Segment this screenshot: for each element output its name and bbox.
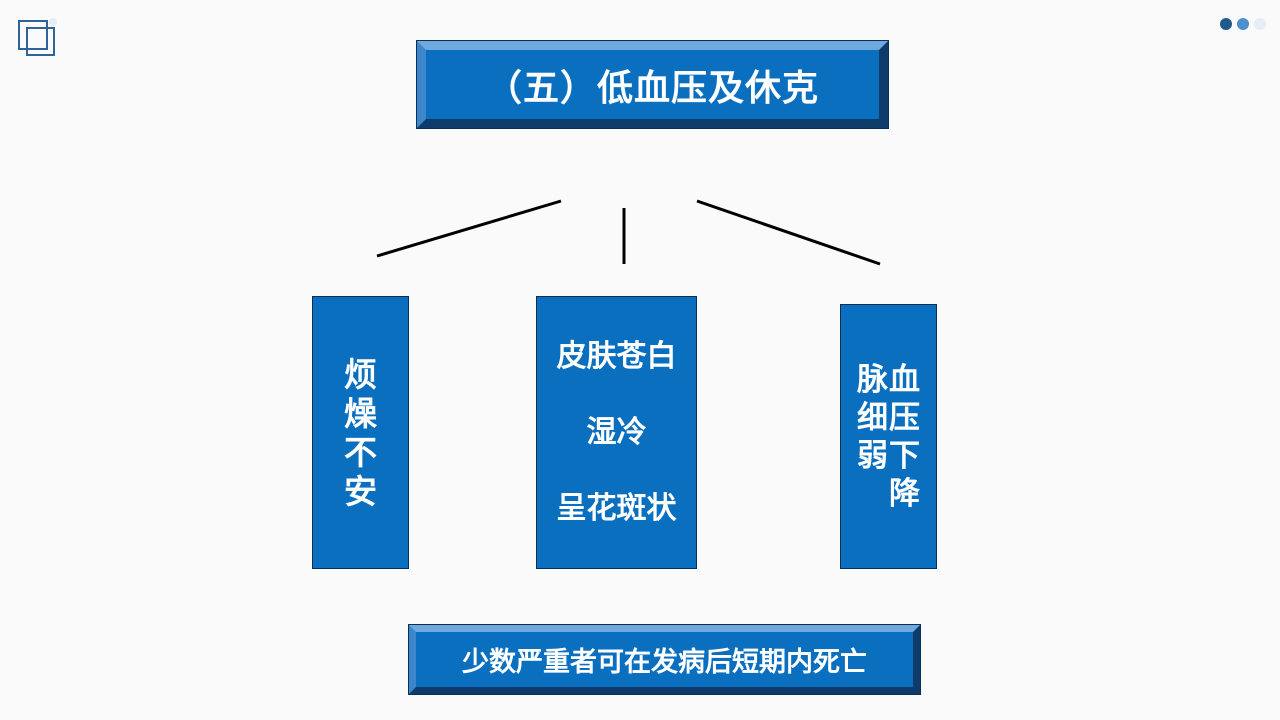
dot-2 xyxy=(1237,18,1249,30)
box-char: 下 xyxy=(889,437,920,474)
box-char: 烦 xyxy=(344,354,377,394)
footer-banner: 少数严重者可在发病后短期内死亡 xyxy=(408,624,921,695)
symptom-box-pulse: 脉 血 细 压 弱 下 降 xyxy=(840,304,937,569)
symptom-box-skin: 皮肤苍白 湿冷 呈花斑状 xyxy=(536,296,697,569)
box-char: 降 xyxy=(889,475,920,512)
box-char: 燥 xyxy=(344,393,377,433)
dot-1 xyxy=(1220,18,1232,30)
page-title: （五）低血压及休克 xyxy=(485,67,819,109)
box-char: 弱 xyxy=(857,437,888,474)
box-char: 血 xyxy=(889,361,920,398)
box-char: 不 xyxy=(344,432,377,472)
dot-3 xyxy=(1254,18,1266,30)
overlapping-squares-logo-icon xyxy=(18,18,58,58)
pagination-dots-icon xyxy=(1220,18,1266,30)
box-char xyxy=(857,475,889,513)
pulse-text-grid: 脉 血 细 压 弱 下 降 xyxy=(857,361,921,513)
box-char: 安 xyxy=(344,471,377,511)
box-char: 压 xyxy=(889,399,920,436)
box-line: 皮肤苍白 xyxy=(556,338,677,374)
symptom-box-restlessness: 烦 燥 不 安 xyxy=(312,296,409,569)
title-banner: （五）低血压及休克 xyxy=(416,40,889,129)
box-line: 湿冷 xyxy=(586,414,647,450)
footer-text: 少数严重者可在发病后短期内死亡 xyxy=(462,647,867,678)
connector-right xyxy=(696,199,881,266)
box-char: 脉 xyxy=(857,361,888,398)
box-char: 细 xyxy=(857,399,888,436)
connector-left xyxy=(376,199,562,258)
box-line: 呈花斑状 xyxy=(556,490,677,526)
